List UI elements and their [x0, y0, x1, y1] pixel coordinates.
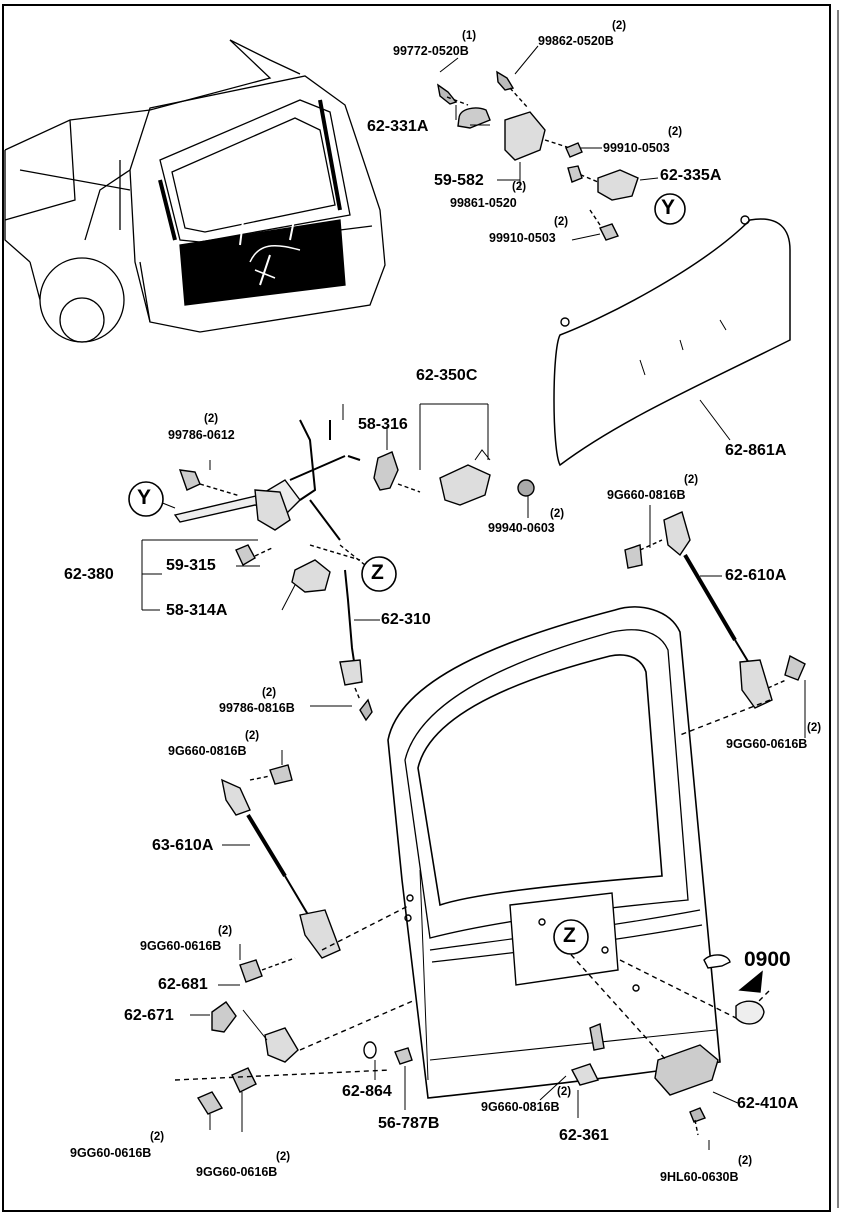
part-qty: (2) — [245, 730, 260, 742]
part-number: 99861-0520 — [450, 196, 517, 210]
part-number: 59-582 — [434, 172, 484, 189]
ref-circle-y-left — [128, 481, 164, 517]
part-number: 62-610A — [725, 567, 787, 584]
part-number: 9GG60-0616B — [726, 737, 808, 751]
part-qty: (2) — [150, 1131, 165, 1143]
part-qty: (1) — [462, 30, 477, 42]
part-qty: (2) — [218, 925, 233, 937]
latch-cluster — [141, 403, 535, 722]
ref-z-left: Z — [371, 561, 384, 584]
part-number: 62-380 — [64, 566, 114, 583]
part-qty: (2) — [557, 1086, 572, 1098]
gas-strut-right — [624, 505, 806, 738]
part-qty: (2) — [668, 126, 683, 138]
ref-circle-y-top — [654, 193, 686, 225]
part-number: 62-671 — [124, 1007, 174, 1024]
part-number: 58-314A — [166, 602, 228, 619]
trim-panel-illustration — [553, 215, 791, 467]
ref-z-gate: Z — [563, 924, 576, 947]
ref-y-top: Y — [661, 196, 676, 219]
part-number: 62-361 — [559, 1127, 609, 1144]
part-number: 9G660-0816B — [481, 1100, 560, 1114]
part-number: 99772-0520B — [393, 44, 469, 58]
part-qty: (2) — [512, 181, 527, 193]
part-number: 62-335A — [660, 167, 722, 184]
part-number: 99862-0520B — [538, 34, 614, 48]
part-qty: (2) — [262, 687, 277, 699]
lower-left-brackets — [174, 984, 416, 1132]
part-number: 62-331A — [367, 118, 429, 135]
part-number: 62-410A — [737, 1095, 799, 1112]
ref-circle-z-gate — [553, 919, 589, 955]
part-number: 99940-0603 — [488, 521, 555, 535]
part-number: 59-315 — [166, 557, 216, 574]
diagram-border — [2, 4, 831, 1212]
upper-lock-cluster — [437, 45, 659, 241]
tailgate-illustration — [387, 606, 721, 1099]
part-number: 9GG60-0616B — [196, 1165, 278, 1179]
part-number: 99786-0612 — [168, 428, 235, 442]
part-number: 58-316 — [358, 416, 408, 433]
part-qty: (2) — [276, 1151, 291, 1163]
part-number: 9G660-0816B — [607, 488, 686, 502]
part-number: 63-610A — [152, 837, 214, 854]
gas-strut-left — [221, 750, 411, 983]
part-qty: (2) — [612, 20, 627, 32]
part-qty: (2) — [554, 216, 569, 228]
ref-circle-z-left — [361, 556, 397, 592]
part-number: 99910-0503 — [603, 141, 670, 155]
part-number: 9GG60-0616B — [140, 939, 222, 953]
part-qty: (2) — [550, 508, 565, 520]
part-qty: (2) — [204, 413, 219, 425]
part-number: 62-310 — [381, 611, 431, 628]
part-number: 99786-0816B — [219, 701, 295, 715]
part-number: 9G660-0816B — [168, 744, 247, 758]
part-number: 62-681 — [158, 976, 208, 993]
handle-and-switch — [539, 947, 771, 1150]
part-number: 62-861A — [725, 442, 787, 459]
part-number: 62-350C — [416, 367, 478, 384]
part-number: 99910-0503 — [489, 231, 556, 245]
part-qty: (2) — [738, 1155, 753, 1167]
ref-y-left: Y — [137, 486, 152, 509]
part-number: 56-787B — [378, 1115, 440, 1132]
part-number: 0900 — [744, 948, 791, 971]
part-number: 9HL60-0630B — [660, 1170, 739, 1184]
part-number: 9GG60-0616B — [70, 1146, 152, 1160]
part-number: 62-864 — [342, 1083, 392, 1100]
part-qty: (2) — [684, 474, 699, 486]
vehicle-rear-illustration — [4, 39, 386, 343]
part-qty: (2) — [807, 722, 822, 734]
